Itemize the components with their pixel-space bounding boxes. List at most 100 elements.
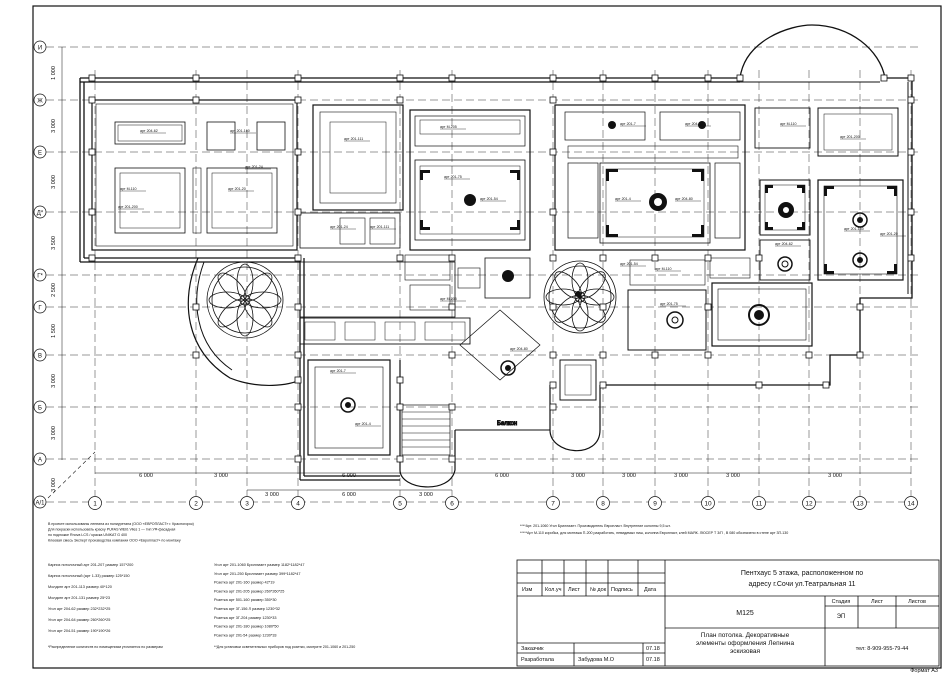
note-line: Молдинг арт 201-131 размер 25*23 <box>48 596 110 600</box>
side-dimension: 1 000 <box>51 66 57 80</box>
side-dimension: 3 000 <box>51 119 57 133</box>
article-tag: арт 201-111 <box>370 225 389 229</box>
note-line: Клеевая смесь Эксперт производства компа… <box>48 539 181 543</box>
note-line: ****Арт. 201-1060 Угол Бриллиант. Произв… <box>520 524 671 528</box>
article-tag: арт М-110 <box>120 187 136 191</box>
wall-column <box>907 148 915 156</box>
col-sign: Подпись <box>611 587 633 593</box>
article-tag: арт 201-7 <box>620 122 636 126</box>
axis-bubble <box>88 496 102 510</box>
wall-column <box>549 148 557 156</box>
bottom-dimension: 6 000 <box>342 492 356 498</box>
col-izm: Изм <box>522 587 532 593</box>
bottom-dimension: 3 000 <box>622 473 636 479</box>
axis-label: 10 <box>704 501 712 508</box>
rosette-center <box>543 260 617 334</box>
wall-column <box>651 254 659 262</box>
wall-column <box>396 376 404 384</box>
axis-label: 4 <box>296 501 300 508</box>
bottom-dimension: 6 000 <box>139 473 153 479</box>
wall-column <box>294 403 302 411</box>
wall-column <box>599 381 607 389</box>
axis-bubble <box>701 496 715 510</box>
axis-bubble <box>33 268 47 282</box>
axis-label: 6 <box>450 501 454 508</box>
article-tag: арт 201-7 <box>330 369 346 373</box>
wall-column <box>907 208 915 216</box>
article-tag: арт 204-62 <box>140 129 158 133</box>
axis-bubble <box>33 93 47 107</box>
axis-label: 8 <box>601 501 605 508</box>
axis-label: Д* <box>37 210 44 216</box>
note-line: Розетка арт 501-160 размер 350*30 <box>214 598 277 602</box>
wall-column <box>294 351 302 359</box>
wall-column <box>192 351 200 359</box>
wall-column <box>294 455 302 463</box>
note-line: Карниз потолочный (арт 1-33) размер 125*… <box>48 574 130 578</box>
title-block <box>516 559 940 667</box>
wall-column <box>599 254 607 262</box>
axis-label: 14 <box>907 501 915 508</box>
wall-column <box>549 351 557 359</box>
axis-bubble <box>33 452 47 466</box>
wall-column <box>704 254 712 262</box>
axis-label: Ж <box>37 98 43 104</box>
axis-label: А/1 <box>35 500 45 506</box>
title-block-text: Изм Кол.уч Лист № док Подпись Дата Заказ… <box>521 570 938 674</box>
article-tag: арт 201-20 <box>880 232 898 236</box>
wall-column <box>549 403 557 411</box>
axis-bubble <box>904 496 918 510</box>
balcony-label: Балкон <box>497 421 517 427</box>
note-line: Карниз потолочный арт 201-207 размер 157… <box>48 563 133 567</box>
wall-column <box>294 96 302 104</box>
wall-column <box>549 254 557 262</box>
note-line: Розетка арт 201-160 размер 42*19 <box>214 581 274 585</box>
wall-column <box>396 455 404 463</box>
wall-column <box>651 351 659 359</box>
wall-column <box>448 303 456 311</box>
wall-column <box>448 351 456 359</box>
article-tag: арт 201-160 <box>844 227 864 231</box>
article-tag: арт 201-20 <box>228 187 246 191</box>
bottom-dimension: 3 000 <box>419 492 433 498</box>
note-line: *Распределение количеств по помещениям у… <box>48 645 163 649</box>
note-line: по подложке Rnova LCS / краска UNIKAT G … <box>48 533 127 537</box>
note-line: Молдинг арт 201-113 размер 40*120 <box>48 585 112 589</box>
wall-column <box>549 303 557 311</box>
side-dimension: 3 500 <box>51 236 57 250</box>
axis-bubble <box>802 496 816 510</box>
project-code: М125 <box>736 610 754 617</box>
wall-column <box>294 376 302 384</box>
note-line: Угол арт 204-62 размер 232*232*25 <box>48 607 110 611</box>
wall-column <box>651 74 659 82</box>
wall-column <box>549 381 557 389</box>
article-tag: арт 204-80 <box>675 197 693 201</box>
axis-label: И <box>38 45 42 51</box>
wall-column <box>396 96 404 104</box>
col-list: Лист <box>568 587 580 593</box>
note-line: В проекте использованы лепнина из полиур… <box>48 522 194 526</box>
article-tag: арт М-205 <box>440 297 457 301</box>
axis-bubble <box>648 496 662 510</box>
bottom-dimension: 3 000 <box>214 473 228 479</box>
corner-ornaments <box>420 169 897 274</box>
axis-bubble <box>596 496 610 510</box>
note-line: Угол арт 204-51 размер 190*190*26 <box>48 629 110 633</box>
note-line: Угол арт 204-64 размер 260*260*25 <box>48 618 110 622</box>
sheets-header: Листов <box>908 599 926 605</box>
format-label: Формат А3 <box>910 668 938 674</box>
notes-rosettes-list: Угол арт 201-1060 Бриллиант размер 1182*… <box>214 563 355 649</box>
article-tag: арт 201-54 <box>480 197 498 201</box>
axis-bubble <box>393 496 407 510</box>
grid-vertical <box>94 70 912 496</box>
note-line: Розетка арт 3Г-156 Л размер 1230*32 <box>214 607 280 611</box>
wall-column <box>704 74 712 82</box>
article-tag: арт 201-75 <box>660 302 678 306</box>
col-date: Дата <box>644 587 657 593</box>
axis-label: В <box>38 353 42 359</box>
col-doc: № док <box>590 587 607 593</box>
